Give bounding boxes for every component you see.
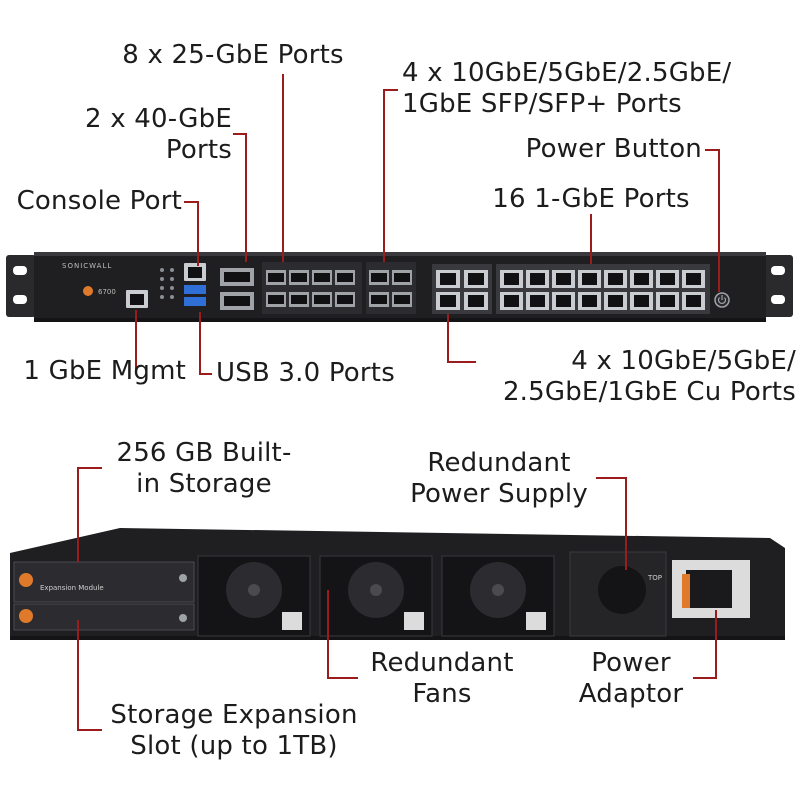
fan-3 [441, 555, 555, 637]
fan-1 [197, 555, 311, 637]
label-storage: 256 GB Built- in Storage [116, 438, 292, 499]
rack-ear-left [6, 255, 36, 317]
callout-10g-cu [447, 314, 476, 363]
power-adaptor [672, 560, 750, 618]
label-fans: Redundant Fans [370, 648, 514, 709]
callout-console [184, 201, 199, 266]
callout-adaptor [693, 610, 717, 679]
usb-port-2 [184, 297, 206, 306]
ports-1g-group [496, 264, 710, 314]
callout-lines [77, 74, 720, 731]
ports-10g-sfp-group [366, 262, 416, 314]
callout-storage [77, 467, 102, 562]
label-1g-ports: 16 1-GbE Ports [492, 184, 690, 214]
callout-10g-sfp [383, 89, 398, 262]
svg-text:TOP: TOP [647, 574, 662, 582]
ports-25g-group [262, 262, 362, 314]
rack-ear-right [763, 255, 793, 317]
expansion-module: Expansion Module [13, 561, 195, 631]
label-10g-cu-ports: 4 x 10GbE/5GbE/ 2.5GbE/1GbE Cu Ports [502, 346, 796, 407]
ports-10g-cu-group [432, 264, 492, 314]
fan-2 [319, 555, 433, 637]
callout-psu [596, 477, 627, 570]
callout-fans [327, 590, 358, 679]
label-adaptor: Power Adaptor [578, 648, 684, 709]
front-panel: SONICWALL 6700 [6, 252, 793, 322]
label-psu: Redundant Power Supply [410, 448, 588, 509]
label-expansion: Storage Expansion Slot (up to 1TB) [110, 700, 358, 761]
callout-usb [199, 312, 212, 375]
brand-logo: SONICWALL [62, 262, 112, 270]
label-console-port: Console Port [16, 186, 182, 216]
label-25g-ports: 8 x 25-GbE Ports [122, 40, 344, 70]
label-power-button: Power Button [525, 134, 702, 164]
callout-40g [233, 133, 247, 262]
power-button-icon [714, 292, 730, 308]
model-number: 6700 [98, 288, 116, 296]
label-40g-ports: 2 x 40-GbE Ports [85, 104, 232, 165]
callout-power-button [705, 149, 720, 292]
callout-expansion [77, 620, 102, 731]
svg-text:Expansion Module: Expansion Module [40, 584, 104, 592]
label-10g-sfp-ports: 4 x 10GbE/5GbE/2.5GbE/ 1GbE SFP/SFP+ Por… [402, 58, 732, 119]
label-mgmt: 1 GbE Mgmt [23, 356, 186, 386]
rear-panel: Expansion Module [10, 528, 785, 640]
usb-port-1 [184, 285, 206, 294]
redundant-psu-slot: TOP [569, 551, 667, 637]
status-leds [160, 268, 174, 299]
label-usb-ports: USB 3.0 Ports [216, 358, 395, 388]
